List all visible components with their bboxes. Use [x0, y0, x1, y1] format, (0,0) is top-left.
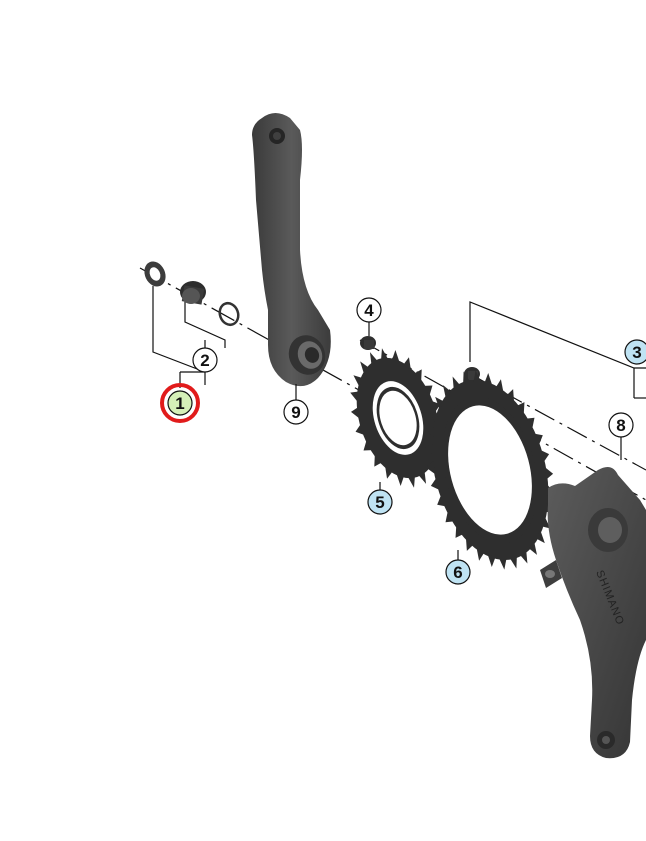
large-chainring	[425, 370, 555, 570]
chainring-tooth	[452, 376, 461, 390]
callout-leaders-left	[152, 286, 226, 388]
callout-9-label: 9	[291, 403, 300, 422]
chainring-tooth	[426, 427, 435, 440]
callout-6-label: 6	[453, 563, 462, 582]
chainring-tooth	[418, 470, 427, 484]
chainring-bolt-small	[360, 336, 376, 350]
chainring-tooth	[437, 494, 446, 507]
chainring-tooth	[526, 417, 535, 430]
chainring-tooth	[407, 475, 415, 488]
chainring-tooth	[519, 550, 528, 564]
chainring-tooth	[455, 525, 463, 538]
small-chainring	[350, 348, 446, 488]
chainring-tooth	[484, 372, 493, 387]
chainring-tooth	[355, 423, 365, 436]
chainring-tooth	[534, 433, 543, 446]
chainring-tooth	[536, 530, 545, 544]
chainring-tooth	[498, 557, 507, 570]
bolt-axis-line-lower	[469, 373, 646, 471]
right-crank-arm: SHIMANO	[540, 466, 646, 759]
cap-bolt-part	[180, 281, 206, 305]
chainring-tooth	[476, 547, 485, 561]
callout-4[interactable]: 4	[356, 297, 382, 336]
chainring-tooth	[445, 510, 454, 523]
callout-3-label: 3	[632, 343, 641, 362]
chainring-tooth	[429, 411, 439, 424]
callout-8-label: 8	[616, 416, 625, 435]
chainring-tooth	[360, 361, 370, 375]
chainring-tooth	[465, 537, 474, 551]
chainring-tooth	[443, 385, 452, 399]
chainring-tooth	[425, 443, 434, 456]
chainring-tooth	[403, 357, 411, 371]
chainring-tooth	[495, 379, 504, 393]
chainring-tooth	[506, 389, 515, 403]
chainring-tooth	[385, 465, 393, 479]
chainring-tooth	[374, 454, 382, 467]
chainring-tooth	[517, 402, 525, 415]
callout-4-label: 4	[364, 301, 374, 320]
callout-5-label: 5	[375, 493, 384, 512]
callout-9[interactable]: 9	[283, 384, 309, 425]
chainring-tooth	[369, 352, 378, 366]
callout-1-label: 1	[175, 394, 184, 413]
callout-3[interactable]: 3	[624, 339, 646, 365]
callout-2[interactable]: 2	[192, 347, 218, 373]
o-ring-part	[218, 301, 240, 327]
chainring-tooth	[528, 541, 537, 555]
chainring-tooth	[540, 449, 550, 463]
chainring-tooth	[473, 370, 482, 383]
washer-part	[144, 261, 166, 287]
chainring-tooth	[426, 460, 436, 473]
callout-3-leader	[469, 301, 646, 399]
chainring-tooth	[414, 369, 422, 382]
chainring-tooth	[541, 516, 551, 529]
chainring-tooth	[350, 407, 360, 419]
chainring-tooth	[350, 391, 359, 403]
chainring-tooth	[396, 473, 405, 487]
callout-5[interactable]: 5	[367, 482, 393, 515]
chainring-tooth	[435, 396, 444, 410]
chainring-tooth	[509, 555, 517, 569]
chainring-tooth	[391, 349, 400, 363]
callout-1[interactable]: 1	[160, 383, 200, 423]
chainring-tooth	[463, 371, 471, 385]
chainring-tooth	[363, 439, 373, 451]
chainring-tooth	[423, 385, 433, 397]
chainring-tooth	[487, 553, 496, 568]
callout-6[interactable]: 6	[445, 550, 471, 585]
callout-2-label: 2	[200, 351, 209, 370]
callout-8[interactable]: 8	[608, 412, 634, 460]
left-crank-arm	[252, 113, 331, 387]
chainring-tooth	[544, 467, 554, 480]
chainring-tooth	[430, 477, 440, 491]
chainring-tooth	[353, 375, 363, 388]
chainring-tooth	[381, 348, 389, 361]
